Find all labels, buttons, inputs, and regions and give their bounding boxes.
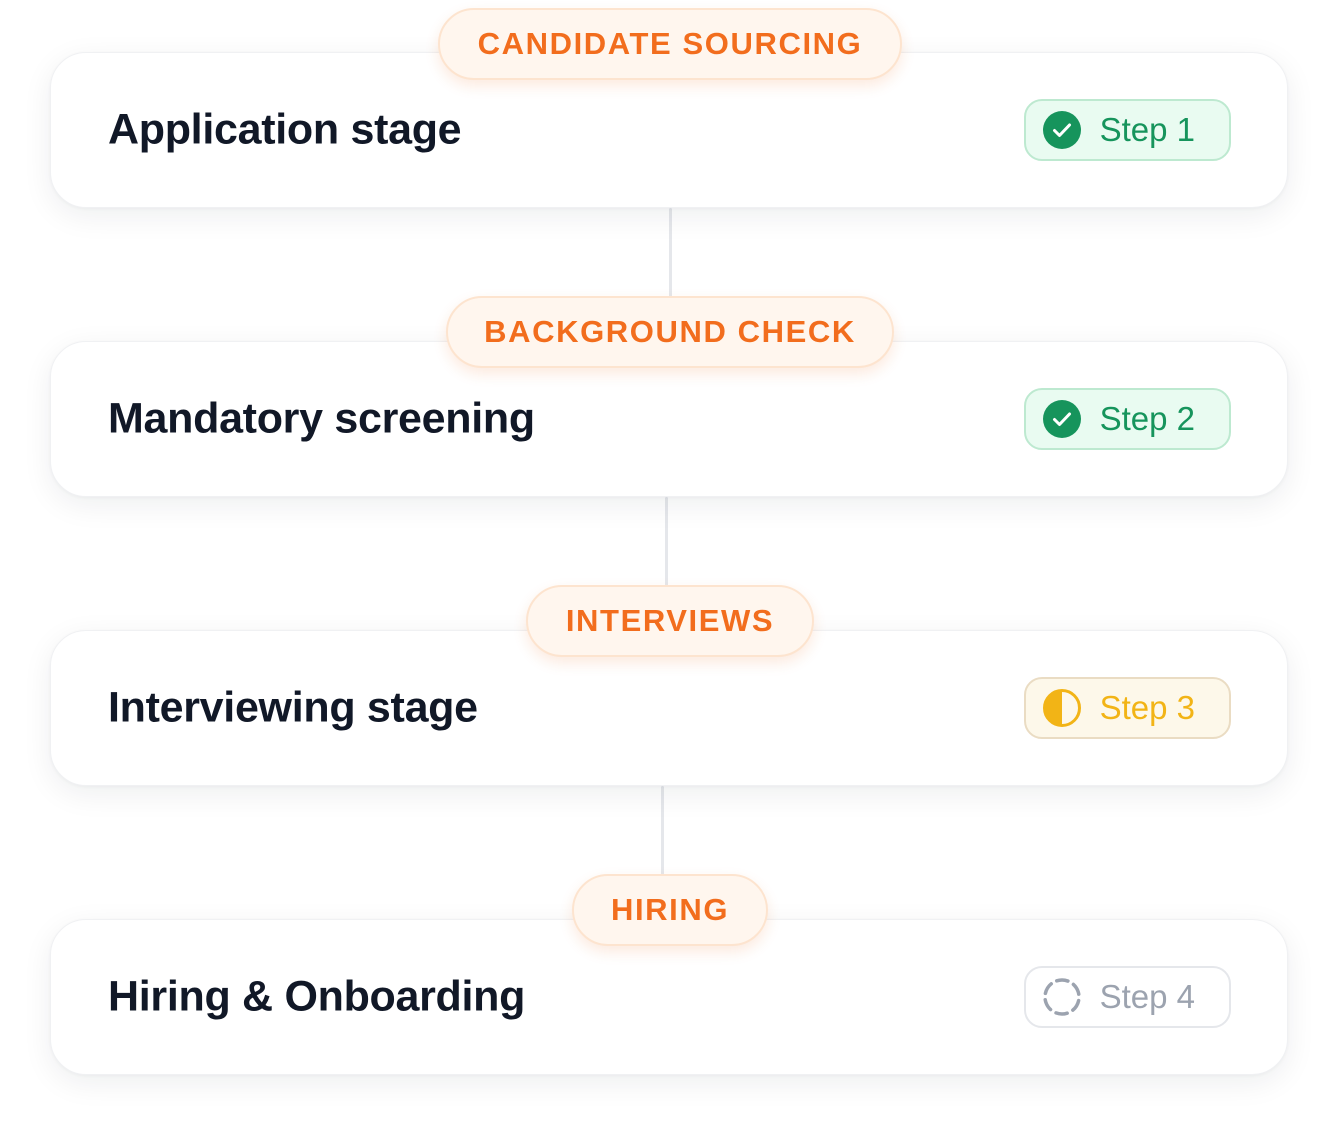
stage-label-interviews: INTERVIEWS [526, 585, 814, 657]
connector-line [669, 208, 672, 298]
stage-title: Application stage [108, 105, 462, 154]
stage-card-hiring[interactable]: Hiring & Onboarding Step 4 [50, 919, 1288, 1075]
connector-line [661, 786, 664, 876]
step-badge: Step 4 [1023, 966, 1231, 1028]
stage-label-background-check: BACKGROUND CHECK [446, 296, 894, 368]
stage-title: Interviewing stage [108, 683, 478, 732]
step-label: Step 1 [1099, 111, 1195, 148]
dashed-circle-icon [1042, 978, 1081, 1016]
stage-label-candidate-sourcing: CANDIDATE SOURCING [438, 8, 902, 80]
stage-label-hiring: HIRING [572, 874, 768, 946]
step-badge: Step 3 [1023, 677, 1231, 739]
step-label: Step 4 [1099, 978, 1195, 1015]
check-circle-icon [1042, 111, 1081, 149]
step-label: Step 3 [1099, 689, 1195, 726]
check-circle-icon [1042, 400, 1081, 438]
step-badge: Step 2 [1023, 388, 1231, 450]
step-label: Step 2 [1099, 400, 1195, 437]
step-badge: Step 1 [1023, 99, 1231, 161]
stage-title: Mandatory screening [108, 394, 535, 443]
stage-card-screening[interactable]: Mandatory screening Step 2 [50, 341, 1288, 497]
connector-line [665, 497, 668, 587]
half-circle-icon [1042, 689, 1081, 727]
stage-title: Hiring & Onboarding [108, 972, 526, 1021]
